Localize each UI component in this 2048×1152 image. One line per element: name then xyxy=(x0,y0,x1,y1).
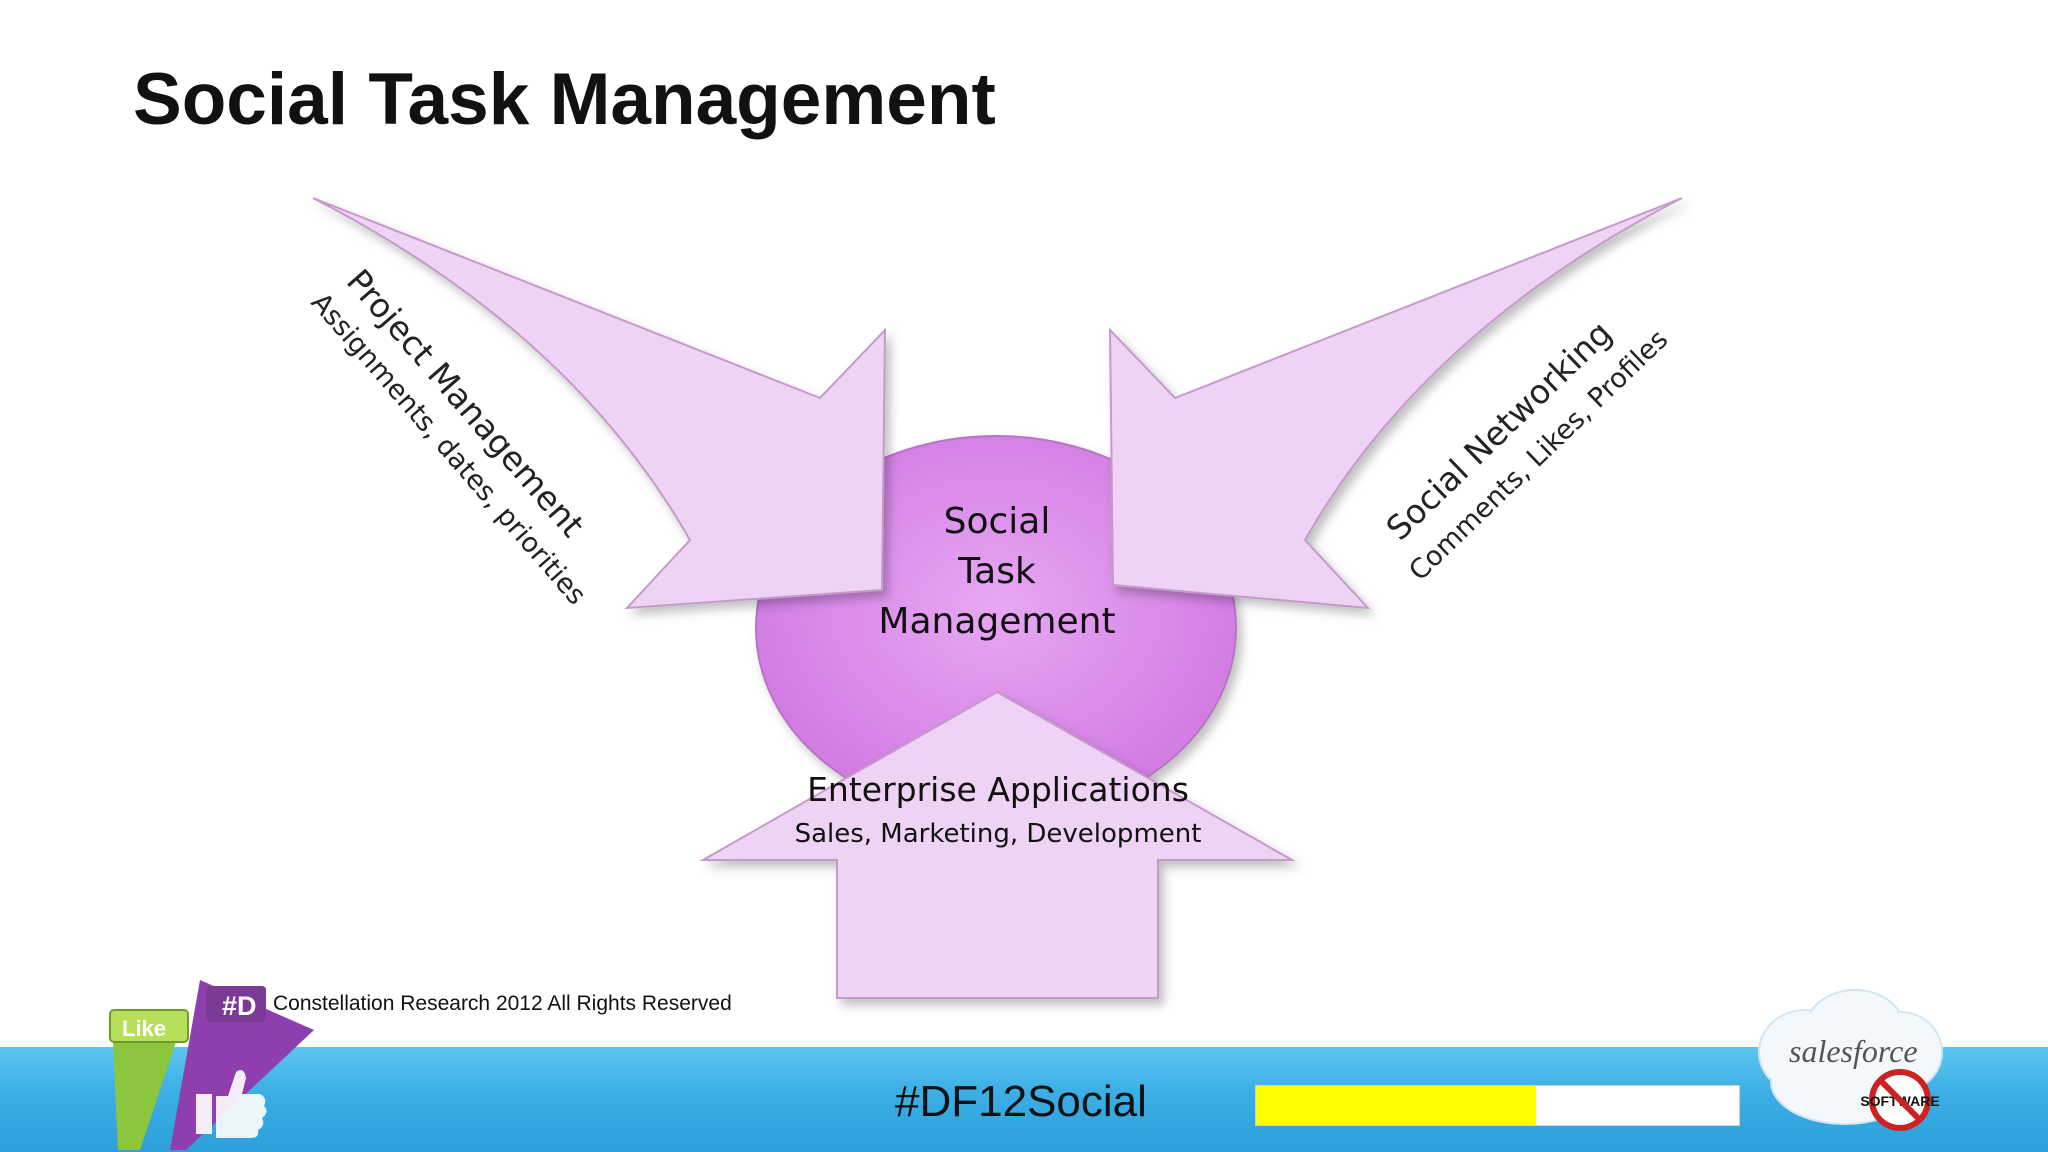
dreamforce-like-badge: #D Like xyxy=(109,980,314,1150)
progress-fill xyxy=(1256,1086,1537,1125)
like-tag-icon xyxy=(109,1009,189,1043)
green-streak-icon xyxy=(112,1020,182,1150)
footer-hashtag: #DF12Social xyxy=(895,1077,1147,1126)
project-management-arrow xyxy=(312,197,887,610)
enterprise-applications-title: Enterprise Applications xyxy=(807,770,1189,809)
badge-like: Like xyxy=(122,1016,166,1041)
salesforce-wordmark: salesforce xyxy=(1789,1033,1918,1069)
salesforce-logo: salesforce SOFTWARE xyxy=(1758,989,1943,1131)
center-label-line-2: Task xyxy=(957,551,1036,592)
enterprise-applications-arrow xyxy=(699,690,1296,999)
progress-bar xyxy=(1255,1085,1740,1126)
thumbs-up-icon xyxy=(196,1070,267,1138)
enterprise-applications-subtitle: Sales, Marketing, Development xyxy=(795,819,1202,849)
slide-title: Social Task Management xyxy=(133,59,996,140)
hashtag-tag-icon xyxy=(206,986,266,1022)
social-networking-arrow xyxy=(1108,197,1683,610)
copyright-notice: Constellation Research 2012 All Rights R… xyxy=(273,992,732,1015)
center-label-line-1: Social xyxy=(944,501,1051,542)
no-software-icon: SOFTWARE xyxy=(1860,1069,1940,1131)
badge-hashtag: #D xyxy=(222,991,257,1021)
center-label-line-3: Management xyxy=(878,601,1115,642)
